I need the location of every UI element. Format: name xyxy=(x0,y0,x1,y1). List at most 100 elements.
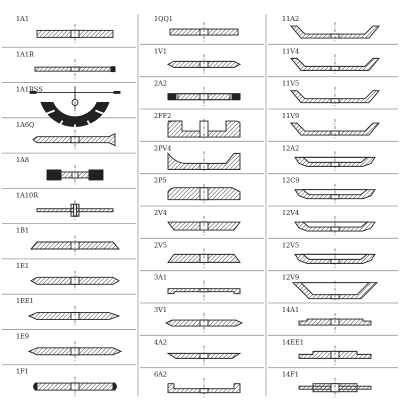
shape-code-label: 1A6Q xyxy=(16,121,34,129)
wheel-profile-bevel-disc xyxy=(167,216,241,237)
wheel-profile-rim-step xyxy=(298,345,372,366)
grid-lines xyxy=(2,14,398,396)
shape-code-label: 12C9 xyxy=(282,177,299,185)
shape-code-label: 1A1RSS xyxy=(16,86,43,94)
shape-cell: 12V5 xyxy=(282,241,376,269)
shape-code-label: 1B1 xyxy=(16,227,29,235)
shape-cell: 14F1 xyxy=(282,371,372,398)
shape-code-label: 11V9 xyxy=(282,112,299,120)
wheel-profile-flat-step xyxy=(167,280,241,301)
wheel-profile-flat xyxy=(36,23,114,44)
wheel-profile-dish xyxy=(294,248,376,269)
shape-cell: 14EE1 xyxy=(282,338,372,366)
shape-cell: 1B1 xyxy=(16,227,120,256)
shape-code-label: 2PV4 xyxy=(154,144,171,152)
shape-cell: 2P5 xyxy=(154,177,241,204)
shape-code-label: 1F1 xyxy=(16,368,29,376)
wheel-profile-flat-flanged xyxy=(32,129,116,150)
shape-cell: 2A2 xyxy=(154,80,241,107)
shape-code-label: 14F1 xyxy=(282,371,299,379)
shape-code-label: 2FF2 xyxy=(154,112,171,120)
shape-code-label: 1EE1 xyxy=(16,297,34,305)
shape-code-label: 1QQ1 xyxy=(154,15,173,23)
wheel-profile-flare-cup xyxy=(290,86,380,107)
wheel-profile-flare-cup xyxy=(290,119,380,140)
shape-code-label: 1A10R xyxy=(16,191,39,199)
shape-cell: 1E9 xyxy=(16,332,123,362)
wheel-profile-flat-point xyxy=(27,341,123,362)
wheel-profile-flat-v-edge xyxy=(30,270,120,291)
shape-cell: 14A1 xyxy=(282,306,372,334)
shape-code-label: 2A2 xyxy=(154,80,167,88)
shape-code-label: 12A2 xyxy=(282,144,299,152)
shape-code-label: 12V9 xyxy=(282,274,299,282)
shape-cell: 1EE1 xyxy=(16,297,121,327)
shape-cell: 11V5 xyxy=(282,80,380,107)
shape-cell: 6A2 xyxy=(154,371,241,398)
shape-cell: 1A8 xyxy=(16,156,104,185)
shape-code-label: 1V1 xyxy=(154,47,167,55)
shape-cell: 12V9 xyxy=(282,274,379,301)
shape-cell: 1A1RSS xyxy=(16,86,121,139)
shape-cell: 12C9 xyxy=(282,177,376,204)
shape-code-label: 14A1 xyxy=(282,306,299,314)
wheel-profile-flat-bevel xyxy=(30,235,120,256)
wheel-profile-cup-radius xyxy=(167,119,241,140)
wheel-profile-rim-round xyxy=(298,377,372,398)
wheel-profile-flare-cup xyxy=(290,54,380,75)
shape-cell: 1A1 xyxy=(16,15,114,44)
wheel-profile-v-flat xyxy=(166,54,242,75)
shape-cell: 11V9 xyxy=(282,112,380,140)
shape-cell: 1QQ1 xyxy=(154,15,239,43)
shape-code-label: 1A1R xyxy=(16,50,35,58)
shape-cell: 4A2 xyxy=(154,338,242,366)
shape-cell: 2FF2 xyxy=(154,112,241,140)
shape-cell: 12A2 xyxy=(282,144,376,172)
shape-code-label: 11V5 xyxy=(282,80,299,88)
shape-code-label: 4A2 xyxy=(154,338,167,346)
shape-code-label: 11V4 xyxy=(282,47,299,55)
wheel-profile-flat-round-edge xyxy=(33,376,117,397)
wheel-profile-v-step xyxy=(164,313,244,334)
shape-cell: 2V5 xyxy=(154,241,241,269)
wheel-profile-cup-radius-bevel xyxy=(167,151,241,172)
wheel-profile-cup-straight xyxy=(167,377,241,398)
wheel-profile-ring xyxy=(167,86,241,107)
wheel-profile-thin-flat xyxy=(34,59,116,80)
wheel-profile-dish-thin xyxy=(166,345,242,366)
shape-code-label: 12V5 xyxy=(282,241,299,249)
wheel-profile-rim xyxy=(298,313,372,334)
shape-cell: 1E1 xyxy=(16,262,120,291)
shape-code-label: 2V5 xyxy=(154,241,167,249)
shape-cell: 1A6Q xyxy=(16,121,116,150)
shape-cells: 1A1 1A1R 1A1RSS 1A6Q 1A8 1A10R 1B1 1E1 1EE1 1E9 1F… xyxy=(16,15,380,398)
wheel-profile-cup-bevel-radius xyxy=(167,183,241,204)
wheel-profile-solid-black xyxy=(46,164,104,185)
wheel-profile-dish xyxy=(294,151,376,172)
shape-code-label: 11A2 xyxy=(282,15,299,23)
shape-cell: 11V4 xyxy=(282,47,380,75)
shape-code-label: 1E9 xyxy=(16,332,29,340)
shape-code-label: 1A8 xyxy=(16,156,29,164)
wheel-profile-dish-deep xyxy=(291,280,379,301)
wheel-profile-saw-segment xyxy=(29,86,121,139)
wheel-profile-flat-double-v xyxy=(27,306,121,327)
shape-cell: 11A2 xyxy=(282,15,380,43)
shape-code-label: 2P5 xyxy=(154,177,167,185)
shape-cell: 1A1R xyxy=(16,50,116,80)
shape-code-label: 1E1 xyxy=(16,262,29,270)
shape-cell: 2PV4 xyxy=(154,144,241,172)
shape-cell: 1F1 xyxy=(16,368,117,397)
shape-code-label: 12V4 xyxy=(282,209,299,217)
shape-code-label: 3A1 xyxy=(154,274,167,282)
shape-cell: 2V4 xyxy=(154,209,241,237)
wheel-profile-dish xyxy=(294,216,376,237)
shape-cell: 1V1 xyxy=(154,47,242,75)
shape-code-label: 14EE1 xyxy=(282,338,304,346)
shape-code-label: 3V1 xyxy=(154,306,167,314)
wheel-profile-bevel-disc-alt xyxy=(167,248,241,269)
shape-code-label: 2V4 xyxy=(154,209,167,217)
shape-cell: 12V4 xyxy=(282,209,376,237)
wheel-profile-thin-hub xyxy=(36,200,114,221)
